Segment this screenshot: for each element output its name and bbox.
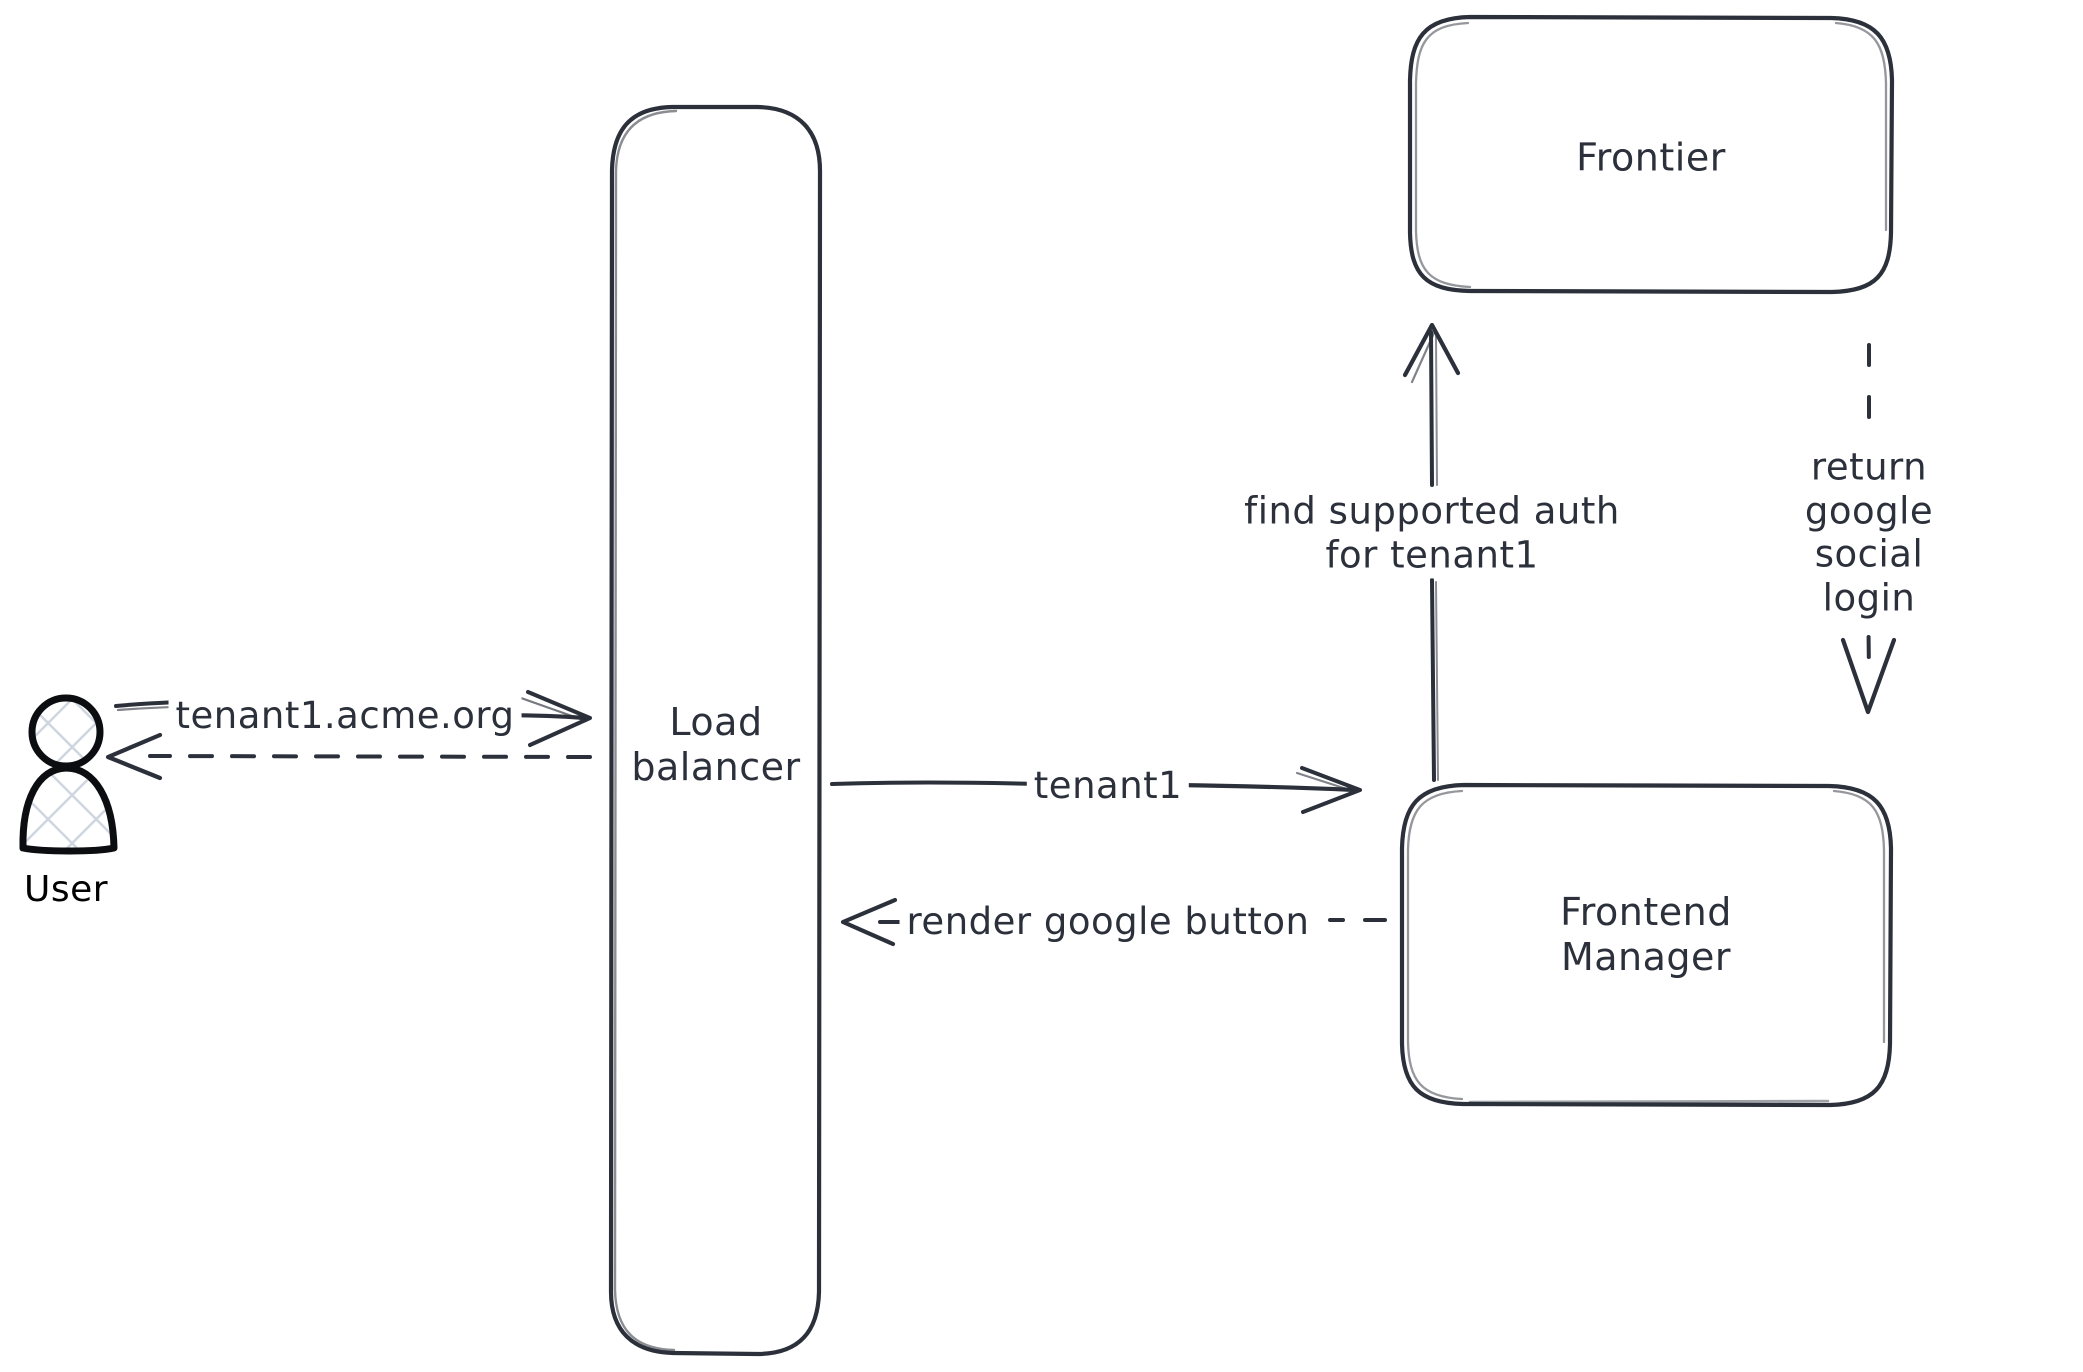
edge-frontend-manager-to-load-balancer-stroke [840, 897, 1387, 947]
edge-frontier-to-frontend-manager-stroke [1840, 343, 1897, 715]
load-balancer-shape [608, 104, 823, 1357]
edge-frontend-manager-to-frontier-stroke [1402, 322, 1461, 782]
load-balancer-hit[interactable] [611, 106, 821, 1354]
user-actor-hit[interactable] [0, 700, 136, 900]
user-person-icon [19, 694, 118, 855]
frontend-manager-shape [1399, 782, 1894, 1108]
frontier-hit[interactable] [1410, 17, 1892, 293]
edge-load-balancer-to-frontend-manager-stroke [830, 766, 1362, 814]
edge-user-to-load-balancer-stroke [114, 690, 592, 747]
frontend-manager-hit[interactable] [1401, 785, 1891, 1105]
frontier-shape [1407, 14, 1895, 295]
edge-load-balancer-to-user-stroke [105, 732, 592, 781]
